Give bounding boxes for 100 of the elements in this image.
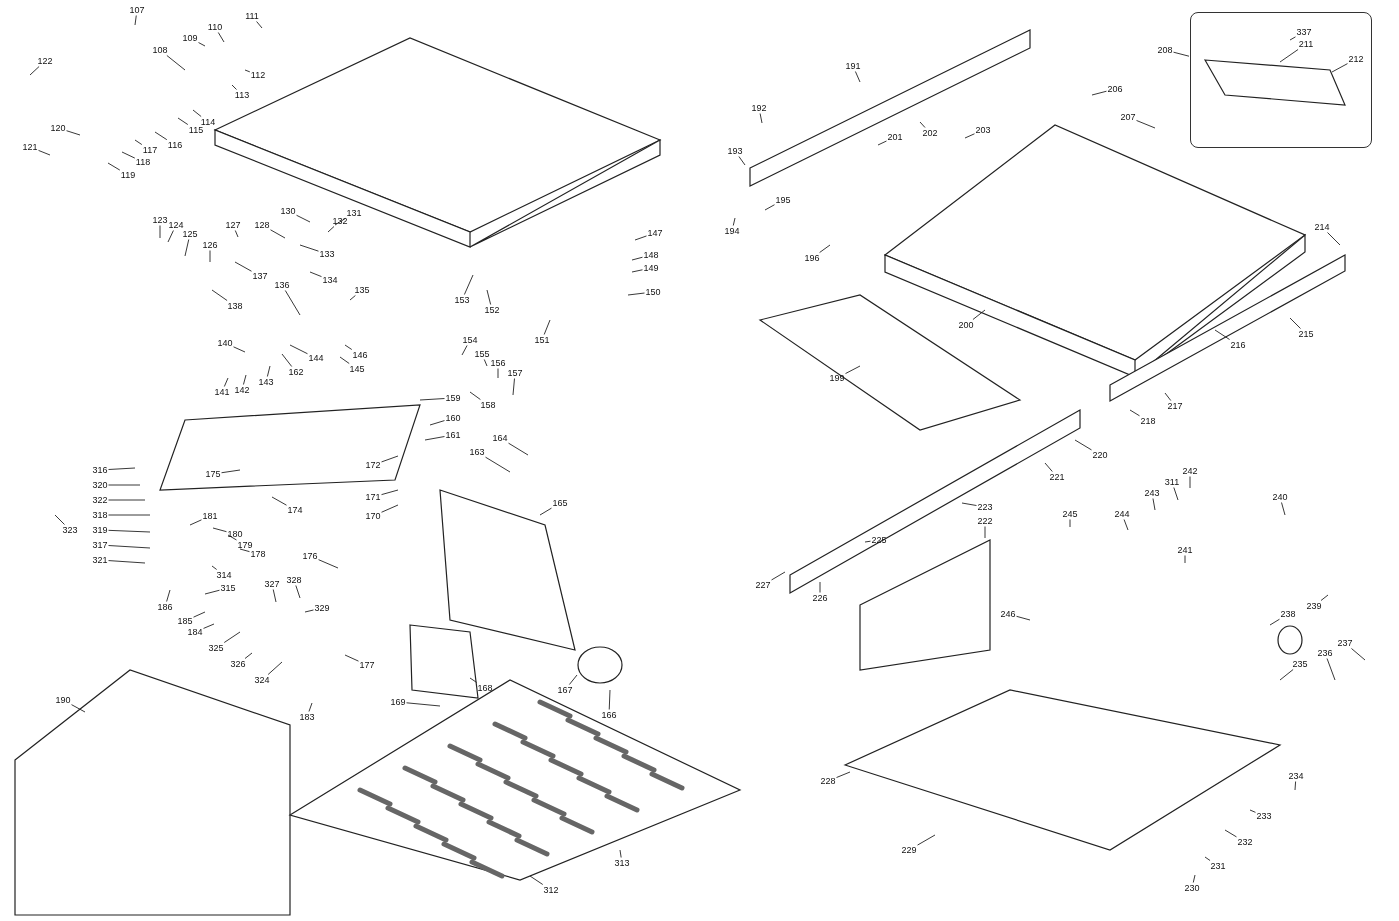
leader-line <box>1289 317 1301 329</box>
callout-number: 202 <box>922 128 938 138</box>
callout-number: 190 <box>55 695 71 705</box>
callout-number: 111 <box>245 11 259 21</box>
callout-number: 180 <box>227 529 243 539</box>
leader-line <box>107 162 121 171</box>
leader-line <box>211 565 218 570</box>
callout-number: 230 <box>1184 883 1200 893</box>
callout-number: 149 <box>643 263 659 273</box>
callout-number: 196 <box>804 253 820 263</box>
leader-line <box>108 545 151 549</box>
leader-line <box>619 849 622 858</box>
callout-number: 115 <box>188 125 204 135</box>
leader-line <box>1289 36 1296 41</box>
callout-number: 207 <box>1120 112 1136 122</box>
callout-number: 124 <box>168 220 184 230</box>
leader-line <box>184 239 190 257</box>
leader-line <box>1269 618 1280 626</box>
leader-line <box>631 269 643 273</box>
leader-line <box>327 226 335 233</box>
leader-line <box>66 130 81 136</box>
callout-number: 112 <box>250 70 266 80</box>
leader-line <box>272 589 277 603</box>
callout-number: 144 <box>308 353 324 363</box>
callout-number: 221 <box>1049 472 1065 482</box>
callout-number: 317 <box>92 540 108 550</box>
callout-number: 321 <box>92 555 108 565</box>
callout-number: 184 <box>187 627 203 637</box>
callout-number: 168 <box>477 683 493 693</box>
leader-line <box>295 585 301 599</box>
callout-number: 327 <box>264 579 280 589</box>
callout-number: 240 <box>1272 492 1288 502</box>
callout-number: 156 <box>490 358 506 368</box>
callout-number: 194 <box>724 226 740 236</box>
callout-number: 235 <box>1292 659 1308 669</box>
leader-line <box>38 149 51 156</box>
callout-number: 153 <box>454 295 470 305</box>
callout-number: 140 <box>217 338 233 348</box>
leader-line <box>189 519 202 526</box>
callout-number: 217 <box>1167 401 1183 411</box>
leader-line <box>299 244 319 252</box>
leader-line <box>1164 392 1172 401</box>
leader-line <box>627 292 645 296</box>
callout-number: 328 <box>286 575 302 585</box>
leader-line <box>204 589 220 595</box>
callout-number: 128 <box>254 220 270 230</box>
callout-number: 203 <box>975 125 991 135</box>
leader-line <box>877 140 887 146</box>
callout-number: 245 <box>1062 509 1078 519</box>
leader-line <box>1192 874 1196 883</box>
callout-number: 324 <box>254 675 270 685</box>
callout-number: 314 <box>216 570 232 580</box>
callout-number: 135 <box>354 285 370 295</box>
leader-line <box>634 235 647 241</box>
callout-number: 237 <box>1337 638 1353 648</box>
callout-number: 234 <box>1288 771 1304 781</box>
callout-number: 229 <box>901 845 917 855</box>
leader-line <box>304 609 314 613</box>
leader-line <box>223 631 241 643</box>
leader-line <box>854 71 861 83</box>
callout-number: 315 <box>220 583 236 593</box>
callout-number: 174 <box>287 505 303 515</box>
leader-line <box>771 571 786 581</box>
leader-line <box>836 771 851 778</box>
callout-number: 226 <box>812 593 828 603</box>
leader-line <box>1152 498 1156 511</box>
leader-line <box>244 69 251 73</box>
leader-line <box>1204 856 1211 861</box>
callout-number: 165 <box>552 498 568 508</box>
leader-line <box>223 377 229 387</box>
leader-line <box>1091 90 1107 96</box>
callout-number: 312 <box>543 885 559 895</box>
callout-number: 134 <box>322 275 338 285</box>
leader-line <box>1136 120 1156 129</box>
leader-line <box>134 15 137 26</box>
leader-line <box>108 514 151 516</box>
leader-line <box>267 661 283 675</box>
leader-line <box>212 527 227 533</box>
callout-number: 195 <box>775 195 791 205</box>
callout-number: 181 <box>202 511 218 521</box>
callout-number: 316 <box>92 465 108 475</box>
callout-number: 242 <box>1182 466 1198 476</box>
callout-number: 220 <box>1092 450 1108 460</box>
callout-number: 147 <box>647 228 663 238</box>
callout-number: 325 <box>208 643 224 653</box>
callout-number: 212 <box>1348 54 1364 64</box>
leader-line <box>1214 329 1230 340</box>
callout-number: 193 <box>727 146 743 156</box>
leader-line <box>508 442 529 456</box>
callout-number: 151 <box>534 335 550 345</box>
callout-number: 118 <box>135 157 151 167</box>
callout-number: 157 <box>507 368 523 378</box>
leader-line <box>243 374 247 385</box>
leader-line <box>1224 829 1237 838</box>
callout-number: 329 <box>314 603 330 613</box>
leader-line <box>1326 658 1336 681</box>
callout-number: 215 <box>1298 329 1314 339</box>
callout-number: 123 <box>152 215 168 225</box>
leader-line <box>134 139 143 145</box>
leader-line <box>244 652 253 659</box>
